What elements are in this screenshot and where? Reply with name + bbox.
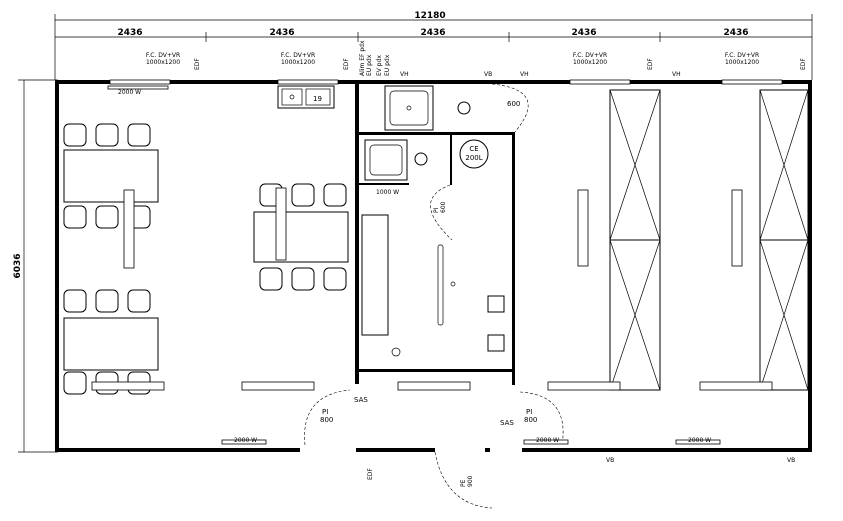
door-pi-800-right-code: PI xyxy=(526,408,532,416)
window-3: F.C. DV+VR 1000x1200 xyxy=(573,52,607,66)
door-600-top-label: 600 xyxy=(507,100,520,108)
door-pe-900-code: PE xyxy=(460,479,467,487)
heater-top-1-label: 2000 W xyxy=(118,89,141,96)
door-pi-800-left-width: 800 xyxy=(320,416,333,424)
changing-area xyxy=(361,214,505,357)
bottom-tags: VB VB EDF xyxy=(367,457,795,480)
door-pi-800-left-code: PI xyxy=(322,408,328,416)
window-1: F.C. DV+VR 1000x1200 2000 W xyxy=(107,52,180,96)
heater-bottom-3-label: 2000 W xyxy=(688,437,711,444)
module-dimensions: 2436 2436 2436 2436 2436 xyxy=(55,28,812,42)
sanitary-walls xyxy=(355,84,515,385)
vb-tag-3: VB xyxy=(787,457,795,464)
outer-walls xyxy=(55,79,812,452)
alim-ef-tag: Alim EF pdx xyxy=(359,40,366,76)
wc-block: 1000 W xyxy=(364,139,428,196)
water-heater: CE 200L xyxy=(459,139,489,169)
module-1-label: 2436 xyxy=(117,28,142,38)
vh-tag-1: VH xyxy=(400,71,409,78)
depth-label: 6036 xyxy=(13,253,23,278)
lockers xyxy=(397,89,809,391)
window-4-size: 1000x1200 xyxy=(725,59,759,66)
module-5-label: 2436 xyxy=(723,28,748,38)
door-600-top: 600 xyxy=(491,83,529,133)
ev-pdx-tag: EV pdx xyxy=(376,55,383,76)
sink-width-label: 1000 W xyxy=(376,189,399,196)
eu-pdx-tag: EU pdx xyxy=(366,54,373,76)
refectory-middle xyxy=(241,183,349,391)
edf-tag-3: EDF xyxy=(647,58,654,70)
edf-tag-1: EDF xyxy=(194,58,201,70)
module-4-label: 2436 xyxy=(571,28,596,38)
door-pi-600-code: PI xyxy=(433,207,440,213)
window-4-type: F.C. DV+VR xyxy=(725,52,759,59)
door-pi-600-width: 600 xyxy=(440,201,447,213)
bottom-heaters: 2000 W 2000 W 2000 W xyxy=(221,437,721,445)
window-3-type: F.C. DV+VR xyxy=(573,52,607,59)
top-tags: EDF EDF EDF EDF Alim EF pdx EU pdx EV pd… xyxy=(194,40,807,78)
module-2-label: 2436 xyxy=(269,28,294,38)
water-heater-capacity: 200L xyxy=(465,154,482,162)
overall-width-label: 12180 xyxy=(414,11,445,21)
window-2-type: F.C. DV+VR xyxy=(281,52,315,59)
door-pe-900-width: 900 xyxy=(467,475,474,487)
module-3-label: 2436 xyxy=(420,28,445,38)
eu-pdx-tag-2: EU pdx xyxy=(384,54,391,76)
window-1-size: 1000x1200 xyxy=(146,59,180,66)
floor-drain-icon xyxy=(457,101,471,115)
window-2: F.C. DV+VR 1000x1200 xyxy=(281,52,315,66)
door-pi-800-right-width: 800 xyxy=(524,416,537,424)
vb-tag-2: VB xyxy=(606,457,614,464)
overall-dimension: 12180 xyxy=(54,11,813,80)
window-2-size: 1000x1200 xyxy=(281,59,315,66)
edf-tag-4: EDF xyxy=(800,58,807,70)
sas-right: SAS PI 800 xyxy=(500,391,564,446)
sas-left: SAS PI 800 xyxy=(304,389,368,446)
window-1-type: F.C. DV+VR xyxy=(146,52,180,59)
door-pi-600: PI 600 xyxy=(430,184,453,241)
edf-tag-2: EDF xyxy=(343,58,350,70)
vh-tag-3: VH xyxy=(672,71,681,78)
wc-icon xyxy=(414,152,428,166)
edf-tag-bottom: EDF xyxy=(367,468,374,480)
sas-right-label: SAS xyxy=(500,419,514,427)
window-4: F.C. DV+VR 1000x1200 xyxy=(725,52,759,66)
door-pe-900: PE 900 xyxy=(434,451,493,509)
kitchen-sink-label: 19 xyxy=(313,95,322,103)
water-heater-code: CE xyxy=(469,145,478,153)
refectory-left xyxy=(63,123,165,395)
heater-bottom-2-label: 2000 W xyxy=(536,437,559,444)
kitchenette: 19 xyxy=(277,85,335,109)
sas-left-label: SAS xyxy=(354,396,368,404)
heater-bottom-1-label: 2000 W xyxy=(234,437,257,444)
depth-dimension: 6036 xyxy=(13,79,58,453)
vb-tag-1: VB xyxy=(484,71,492,78)
window-3-size: 1000x1200 xyxy=(573,59,607,66)
vh-tag-2: VH xyxy=(520,71,529,78)
shower xyxy=(384,85,471,131)
